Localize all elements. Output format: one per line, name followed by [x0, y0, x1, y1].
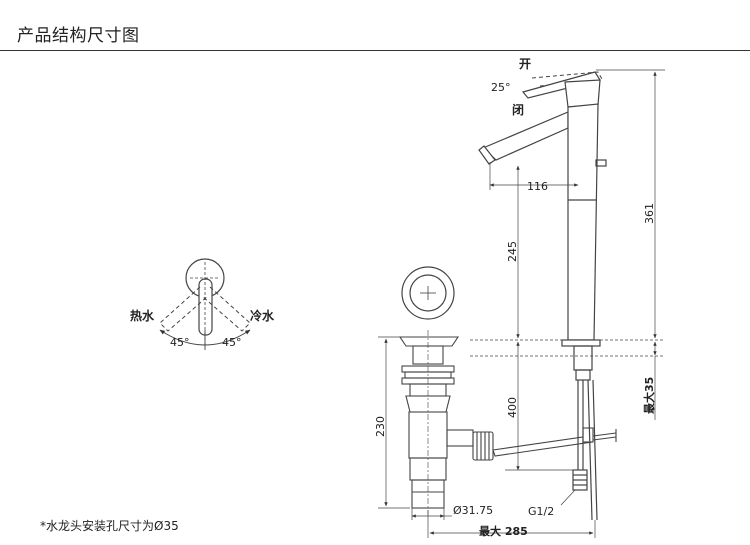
drain-diameter-label: Ø31.75 [453, 504, 493, 517]
header-divider [0, 50, 750, 51]
max-deck-label: 最大35 [642, 377, 656, 414]
total-height-label: 361 [643, 203, 656, 224]
handle-top-view [159, 258, 251, 350]
install-hole-footnote: *水龙头安装孔尺寸为Ø35 [40, 519, 179, 533]
cold-angle-label: 45° [222, 336, 242, 349]
lever-angle-label: 25° [491, 81, 511, 94]
dimension-lines [378, 69, 665, 538]
cold-water-label: 冷水 [250, 308, 275, 323]
page-title: 产品结构尺寸图 [17, 26, 140, 46]
spout-height-label: 245 [506, 241, 519, 262]
supply-hose-label: 400 [506, 397, 519, 418]
spout-reach-label: 116 [527, 180, 548, 193]
hot-water-label: 热水 [130, 308, 155, 323]
lever-open-label: 开 [519, 57, 531, 71]
hot-angle-label: 45° [170, 336, 190, 349]
page-header: 产品结构尺寸图 [0, 0, 750, 52]
drain-length-label: 230 [374, 416, 387, 437]
connection-label: G1/2 [528, 505, 554, 518]
faucet-body [478, 71, 607, 521]
handle-lever-outline [198, 278, 213, 336]
drain-top-view [401, 266, 455, 320]
lever-close-label: 闭 [512, 102, 524, 117]
max-reach-label: 最大 285 [479, 524, 528, 538]
